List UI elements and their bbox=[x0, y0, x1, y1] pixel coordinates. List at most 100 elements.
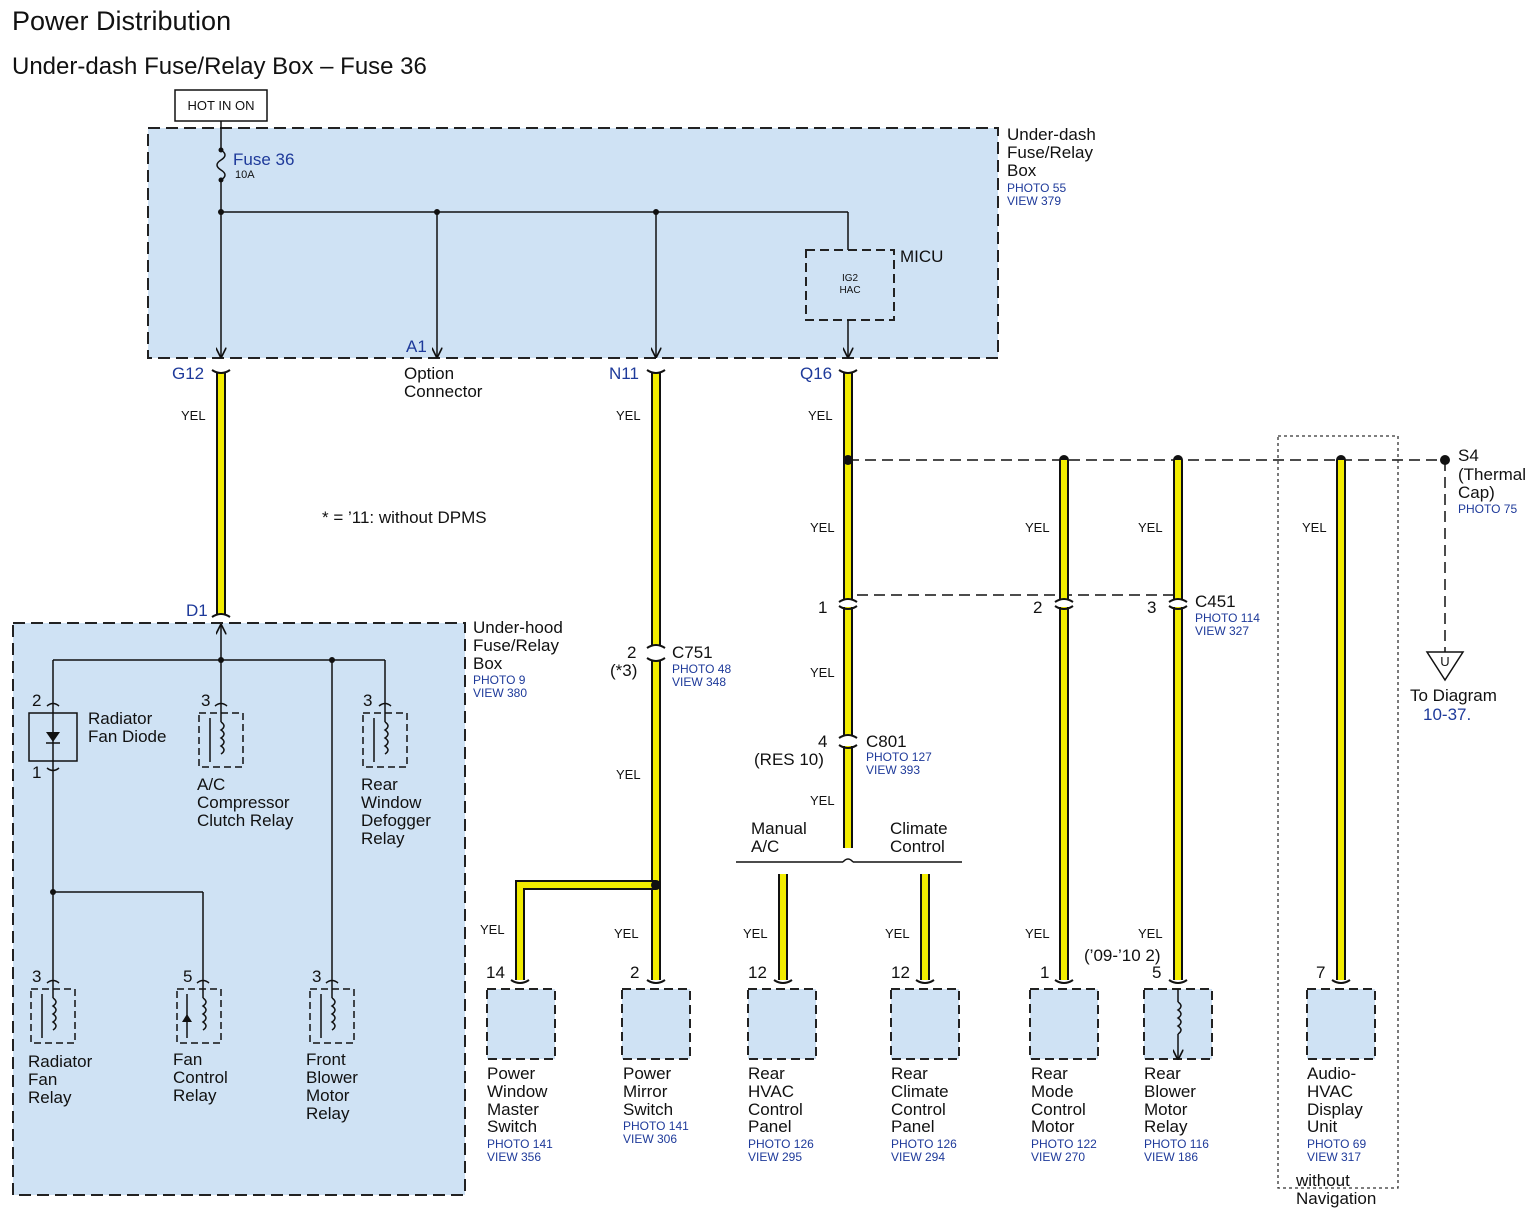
option-connector-line-2: Connector bbox=[404, 382, 483, 401]
s4-photo: PHOTO 75 bbox=[1458, 502, 1517, 516]
fan-control-relay-line-1: Fan bbox=[173, 1050, 202, 1069]
relay-coil-icon bbox=[383, 721, 389, 755]
wire-color-label: YEL bbox=[181, 408, 206, 423]
c751-note: (*3) bbox=[610, 661, 637, 680]
diode-pin-top: 2 bbox=[32, 691, 41, 710]
under-dash-photo: PHOTO 55 bbox=[1007, 181, 1066, 195]
c751-photo: PHOTO 48 bbox=[672, 662, 731, 676]
comp4-line-3: Control bbox=[1031, 1100, 1086, 1119]
wire-color-label: YEL bbox=[1025, 926, 1050, 941]
radiator-fan-relay-line-2: Fan bbox=[28, 1070, 57, 1089]
relay-coil-icon bbox=[1176, 1001, 1182, 1035]
micu-inner-1: IG2 bbox=[842, 273, 859, 284]
hot-in-on-box bbox=[174, 89, 268, 122]
to-diagram-line-2: 10-37. bbox=[1423, 705, 1471, 724]
front-blower-line-4: Relay bbox=[306, 1104, 350, 1123]
comp4-line-4: Motor bbox=[1031, 1117, 1075, 1136]
defogger-line-4: Relay bbox=[361, 829, 405, 848]
comp0-line-1: Power bbox=[487, 1064, 536, 1083]
comp6-line-1: Audio- bbox=[1307, 1064, 1356, 1083]
wire-color-label: YEL bbox=[616, 408, 641, 423]
comp5-line-3: Motor bbox=[1144, 1100, 1188, 1119]
c751-pin: 2 bbox=[627, 643, 636, 662]
micu-inner-2: HAC bbox=[839, 285, 860, 296]
comp2-line-4: Panel bbox=[748, 1117, 791, 1136]
front-blower-motor-relay bbox=[309, 979, 355, 1044]
relay-coil-icon bbox=[201, 997, 207, 1031]
comp3-line-3: Control bbox=[891, 1100, 946, 1119]
c801-name: C801 bbox=[866, 732, 907, 751]
terminal-q16: Q16 bbox=[800, 364, 832, 383]
comp1-line-2: Mirror bbox=[623, 1082, 668, 1101]
wire-color-label: YEL bbox=[1302, 520, 1327, 535]
wire-color-label: YEL bbox=[810, 665, 835, 680]
c801-view: VIEW 393 bbox=[866, 763, 920, 777]
radiator-fan-diode-line-2: Fan Diode bbox=[88, 727, 166, 746]
comp5-line-1: Rear bbox=[1144, 1064, 1181, 1083]
page-title: Power Distribution bbox=[12, 6, 231, 36]
comp0-pin: 14 bbox=[486, 963, 505, 982]
fuse-rating: 10A bbox=[235, 169, 255, 181]
terminal-d1: D1 bbox=[186, 601, 208, 620]
option-connector-line-1: Option bbox=[404, 364, 454, 383]
fan-control-relay-pin: 5 bbox=[183, 967, 192, 986]
wire-color-label: YEL bbox=[480, 922, 505, 937]
wire-n11 bbox=[515, 373, 661, 980]
manual-ac-line-2: A/C bbox=[751, 837, 779, 856]
comp1-photo: PHOTO 141 bbox=[623, 1119, 689, 1133]
under-hood-fuse-relay-box bbox=[12, 622, 466, 1196]
comp1-view: VIEW 306 bbox=[623, 1132, 677, 1146]
fuse-icon bbox=[216, 149, 226, 181]
comp2-line-3: Control bbox=[748, 1100, 803, 1119]
wire-color-label: YEL bbox=[810, 520, 835, 535]
comp3-line-4: Panel bbox=[891, 1117, 934, 1136]
comp0-line-2: Window bbox=[487, 1082, 548, 1101]
comp4-line-1: Rear bbox=[1031, 1064, 1068, 1083]
wire-color-label: YEL bbox=[1138, 926, 1163, 941]
ac-relay-line-3: Clutch Relay bbox=[197, 811, 294, 830]
comp3-pin: 12 bbox=[891, 963, 910, 982]
relay-coil-icon bbox=[219, 721, 225, 755]
wire-color-label: YEL bbox=[1025, 520, 1050, 535]
comp2-line-1: Rear bbox=[748, 1064, 785, 1083]
ac-relay-line-2: Compressor bbox=[197, 793, 290, 812]
comp6-line-3: Display bbox=[1307, 1100, 1363, 1119]
manual-ac-line-1: Manual bbox=[751, 819, 807, 838]
ac-relay-pin: 3 bbox=[201, 691, 210, 710]
hot-in-on-label: HOT IN ON bbox=[188, 98, 255, 113]
ac-compressor-clutch-relay bbox=[198, 702, 244, 768]
to-diagram-line-1: To Diagram bbox=[1410, 686, 1497, 705]
diode-pin-bottom: 1 bbox=[32, 763, 41, 782]
c451-view: VIEW 327 bbox=[1195, 624, 1249, 638]
comp5-line-2: Blower bbox=[1144, 1082, 1196, 1101]
without-navigation-box bbox=[1277, 435, 1399, 1189]
front-blower-line-3: Motor bbox=[306, 1086, 350, 1105]
radiator-fan-relay-line-1: Radiator bbox=[28, 1052, 93, 1071]
rear-hvac-control-panel bbox=[747, 988, 817, 1060]
radiator-fan-relay-pin: 3 bbox=[32, 967, 41, 986]
c451-name: C451 bbox=[1195, 592, 1236, 611]
climate-control-line-2: Control bbox=[890, 837, 945, 856]
radiator-fan-relay-line-3: Relay bbox=[28, 1088, 72, 1107]
terminal-g12: G12 bbox=[172, 364, 204, 383]
wire-color-label: YEL bbox=[614, 926, 639, 941]
diode-icon bbox=[182, 1014, 192, 1022]
power-window-master-switch bbox=[486, 988, 556, 1060]
comp2-view: VIEW 295 bbox=[748, 1150, 802, 1164]
fan-control-relay bbox=[176, 979, 222, 1044]
comp2-pin: 12 bbox=[748, 963, 767, 982]
under-hood-line-3: Box bbox=[473, 654, 503, 673]
ac-relay-line-1: A/C bbox=[197, 775, 225, 794]
fan-control-relay-line-2: Control bbox=[173, 1068, 228, 1087]
radiator-fan-diode-line-1: Radiator bbox=[88, 709, 153, 728]
comp0-line-3: Master bbox=[487, 1100, 539, 1119]
c801-photo: PHOTO 127 bbox=[866, 750, 932, 764]
under-hood-line-2: Fuse/Relay bbox=[473, 636, 559, 655]
comp4-pin: 1 bbox=[1040, 963, 1049, 982]
comp0-view: VIEW 356 bbox=[487, 1150, 541, 1164]
micu-label: MICU bbox=[900, 247, 943, 266]
relay-coil-icon bbox=[330, 997, 336, 1031]
s4-line-2: (Thermal bbox=[1458, 465, 1526, 484]
terminal-n11: N11 bbox=[609, 364, 639, 383]
